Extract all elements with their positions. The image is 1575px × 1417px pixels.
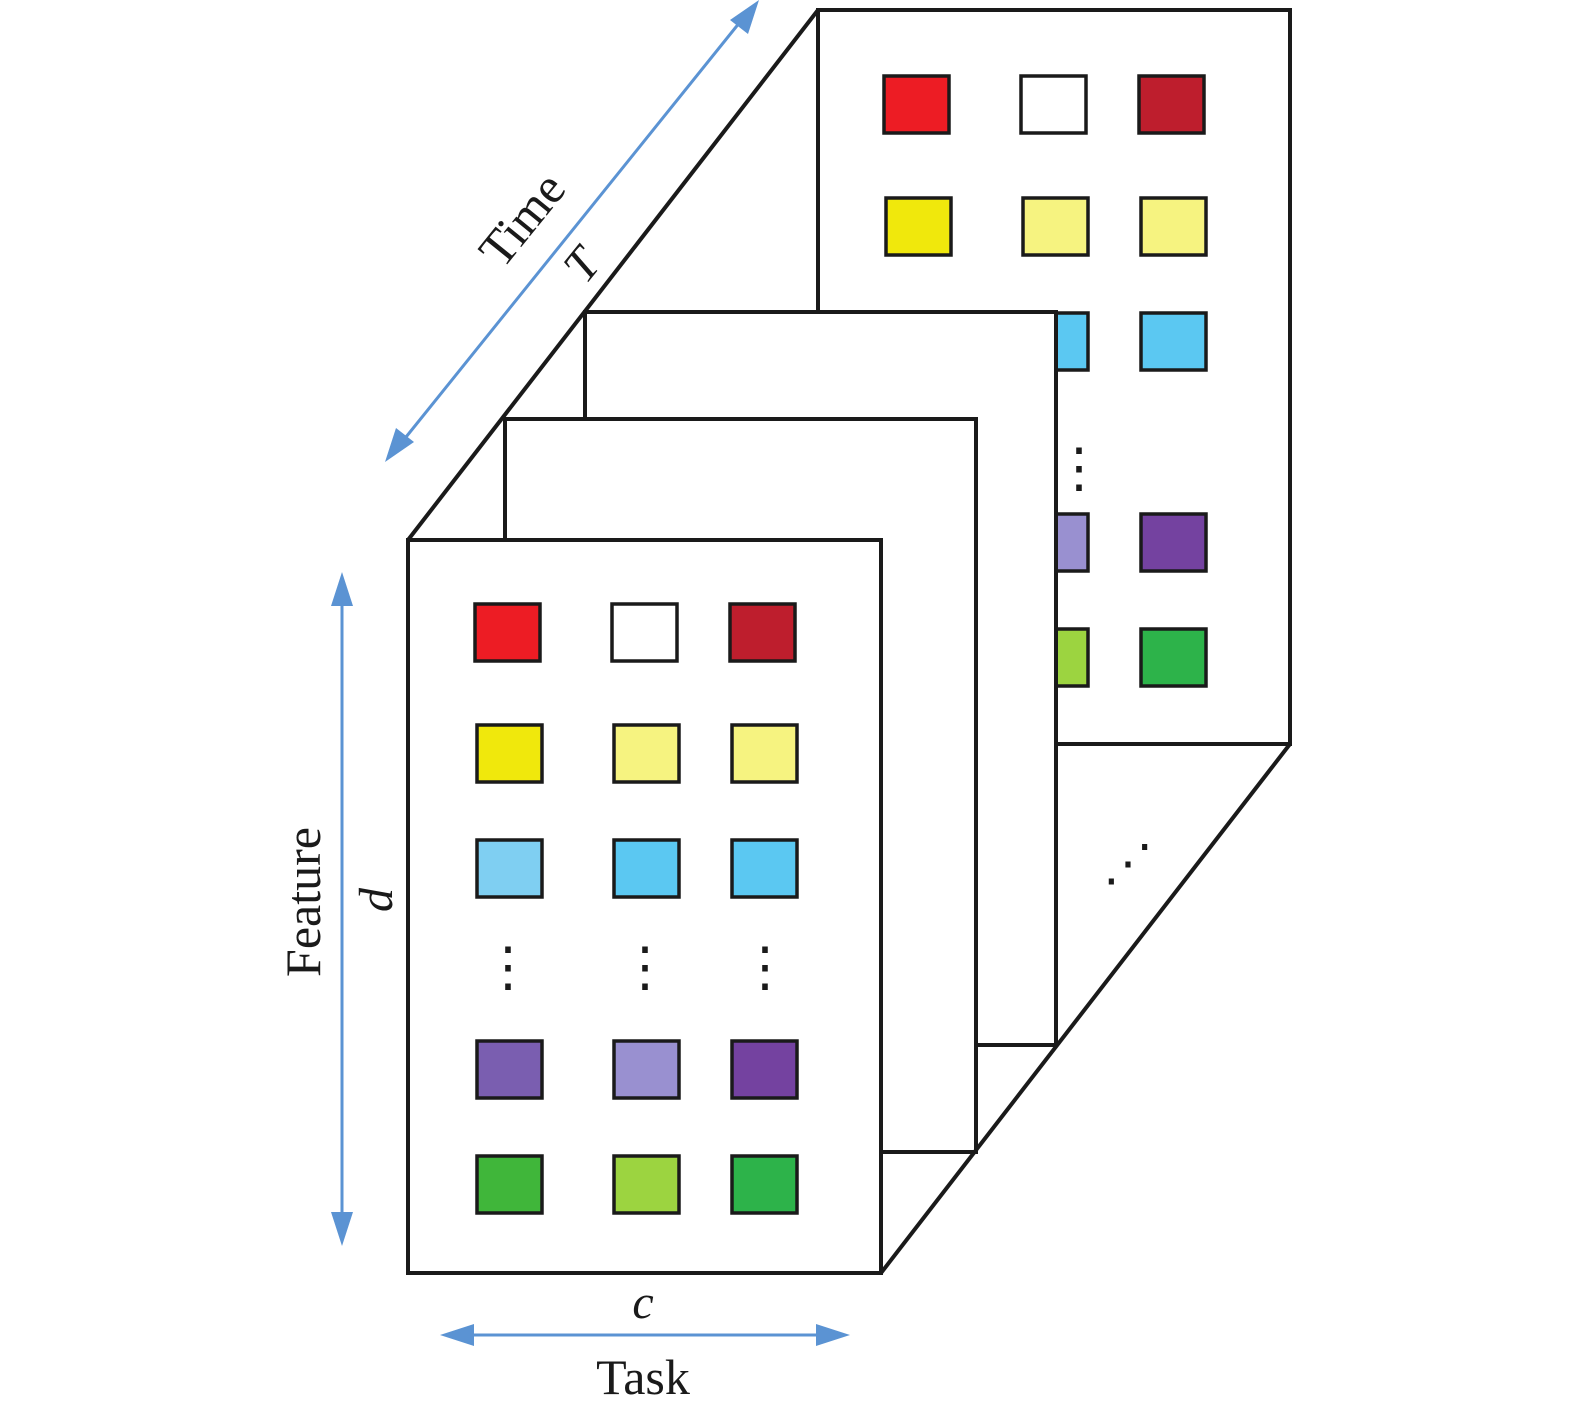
task-axis: c Task — [440, 1276, 850, 1405]
front-cell-r6c3 — [730, 1154, 799, 1215]
back-cell-r2c1 — [884, 196, 953, 257]
front-cell-r2c1 — [475, 723, 544, 784]
time-axis-arrowhead-bottom — [385, 428, 414, 462]
back-cell-r5c3 — [1139, 512, 1208, 573]
time-axis-arrowhead-top — [730, 0, 759, 34]
front-ellipsis-c2: ⋮ — [618, 937, 672, 997]
depth-ellipsis: ⋰ — [1103, 835, 1153, 891]
feature-axis-label: Feature — [275, 827, 331, 977]
front-cell-r1c1 — [473, 602, 542, 663]
cube-edges — [406, 8, 1292, 1275]
time-axis-line — [400, 21, 742, 443]
feature-axis-arrowhead-up — [331, 572, 353, 606]
front-slice-row-4-ellipsis: ⋮ ⋮ ⋮ — [481, 937, 792, 997]
top-left-depth-edge — [406, 8, 820, 542]
back-cell-r1c2 — [1019, 74, 1088, 135]
feature-axis: Feature d — [275, 572, 403, 1246]
feature-axis-arrowhead-down — [331, 1212, 353, 1246]
back-cell-r2c3 — [1139, 196, 1208, 257]
front-cell-r6c2 — [612, 1154, 681, 1215]
task-axis-arrowhead-left — [440, 1324, 474, 1346]
front-cell-r1c3 — [728, 602, 797, 663]
back-cell-r6c3 — [1139, 627, 1208, 688]
back-slice-row-1 — [882, 74, 1206, 135]
back-slice-row-5 — [1021, 512, 1208, 573]
task-axis-arrowhead-right — [816, 1324, 850, 1346]
back-slice-vertical-ellipsis: ⋮ — [1052, 438, 1106, 498]
front-cell-r3c3 — [730, 838, 799, 899]
front-cell-r5c1 — [475, 1039, 544, 1100]
front-ellipsis-c3: ⋮ — [738, 937, 792, 997]
front-cell-r3c1 — [475, 838, 544, 899]
front-cell-r6c1 — [475, 1154, 544, 1215]
back-cell-r1c1 — [882, 74, 951, 135]
front-slice-row-1 — [473, 602, 797, 663]
front-slice-row-3 — [475, 838, 799, 899]
front-slice: ⋮ ⋮ ⋮ — [406, 538, 883, 1275]
front-slice-row-6 — [475, 1154, 799, 1215]
back-cell-r2c2 — [1021, 196, 1090, 257]
front-cell-r5c3 — [730, 1039, 799, 1100]
front-cell-r2c2 — [612, 723, 681, 784]
back-slice-row-2 — [884, 196, 1208, 257]
front-cell-r3c2 — [612, 838, 681, 899]
task-axis-label: Task — [596, 1349, 690, 1405]
front-slice-row-5 — [475, 1039, 799, 1100]
task-axis-symbol: c — [632, 1276, 653, 1329]
back-cell-r3c3 — [1139, 311, 1208, 372]
front-cell-r2c3 — [730, 723, 799, 784]
front-ellipsis-c1: ⋮ — [481, 937, 535, 997]
front-cell-r5c2 — [612, 1039, 681, 1100]
bottom-right-depth-edge — [879, 742, 1292, 1275]
back-cell-r1c3 — [1137, 74, 1206, 135]
front-slice-row-2 — [475, 723, 799, 784]
feature-axis-symbol: d — [350, 887, 403, 912]
front-cell-r1c2 — [610, 602, 679, 663]
